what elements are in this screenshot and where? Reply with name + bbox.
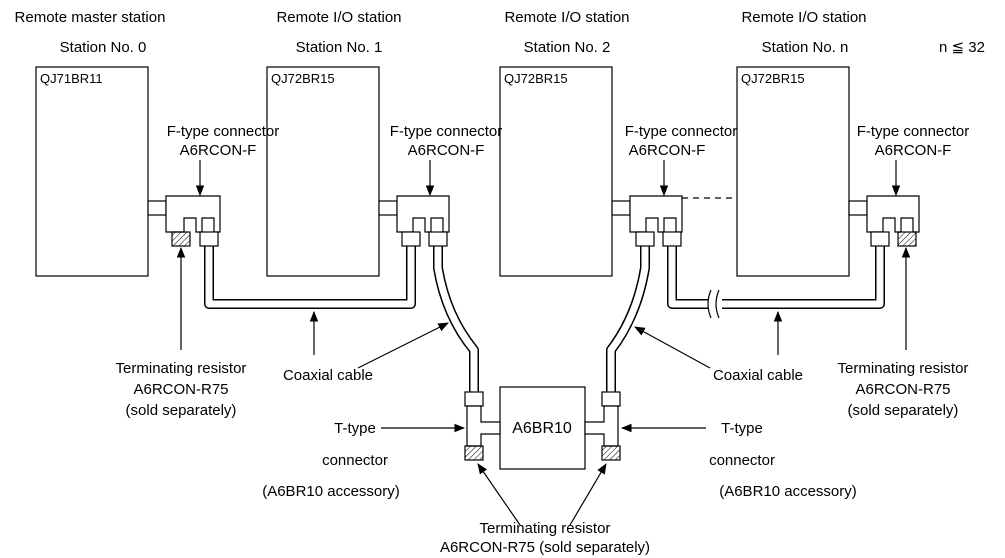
term-right-line3: (sold separately) [848,402,959,419]
f-connector-station-n [848,195,920,247]
f-connector-label-0-line1: F-type connector [167,123,280,140]
station-n-module: QJ72BR15 [736,66,850,277]
term-bottom-arrow-left [477,463,521,526]
station-1-model: QJ72BR15 [271,71,335,86]
station-0-module: QJ71BR11 [35,66,149,277]
station-1-role: Remote I/O station [276,9,401,26]
term-bottom-line1: Terminating resistor [480,520,611,537]
t-left-line2: connector [322,452,388,469]
coax-left-arrow-diag [357,322,449,369]
f-connector-label-2-line2: A6RCON-F [629,142,706,159]
f-connector-label-1-line1: F-type connector [390,123,503,140]
term-bottom-line2: A6RCON-R75 (sold separately) [440,539,650,556]
t-right-line3: (A6BR10 accessory) [719,483,857,500]
coaxial-cable-to-repeater-left [433,244,479,392]
f-connector-label-2-line1: F-type connector [625,123,738,140]
repeater-a6br10: A6BR10 [499,386,586,470]
t-left-line1: T-type [334,420,376,437]
station-0-model: QJ71BR11 [40,71,103,86]
f-connector-station-1 [378,195,450,247]
t-connector-left [464,391,501,461]
f-connector-label-0-line2: A6RCON-F [180,142,257,159]
station-2-number: Station No. 2 [524,39,611,56]
f-connector-station-2 [611,195,683,247]
station-2-role: Remote I/O station [504,9,629,26]
coax-right-arrow-diag [634,326,711,369]
t-right-line1: T-type [721,420,763,437]
f-connector-station-0 [147,195,221,247]
t-connector-right [584,391,621,461]
coaxial-cable-left-bus [204,244,416,309]
term-left-line2: A6RCON-R75 [133,381,228,398]
station-n-model: QJ72BR15 [741,71,805,86]
station-0-role: Remote master station [15,9,166,26]
t-right-line2: connector [709,452,775,469]
term-left-line1: Terminating resistor [116,360,247,377]
coax-left-label: Coaxial cable [283,367,373,384]
station-n-number: Station No. n [762,39,849,56]
t-left-line3: (A6BR10 accessory) [262,483,400,500]
station-0-number: Station No. 0 [60,39,147,56]
term-right-line1: Terminating resistor [838,360,969,377]
n-limit-note: n ≦ 32 [939,39,985,56]
f-connector-label-n-line2: A6RCON-F [875,142,952,159]
station-1-number: Station No. 1 [296,39,383,56]
repeater-label: A6BR10 [512,420,572,437]
term-left-line3: (sold separately) [126,402,237,419]
term-bottom-arrow-right [569,463,607,526]
f-connector-label-1-line2: A6RCON-F [408,142,485,159]
f-connector-label-n-line1: F-type connector [857,123,970,140]
cable-break-symbol [707,289,722,319]
station-n-role: Remote I/O station [741,9,866,26]
coaxial-cable-to-repeater-right [606,244,650,392]
term-right-line2: A6RCON-R75 [855,381,950,398]
station-1-module: QJ72BR15 [266,66,380,277]
station-2-module: QJ72BR15 [499,66,613,277]
coax-right-label: Coaxial cable [713,367,803,384]
coaxial-cable-right-bus [667,244,885,309]
station-2-model: QJ72BR15 [504,71,568,86]
